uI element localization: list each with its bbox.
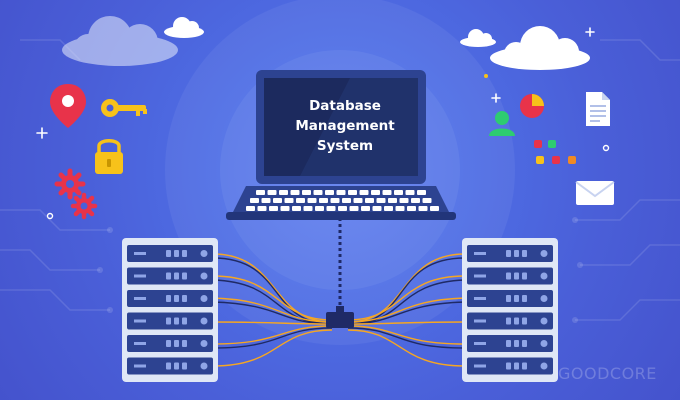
keyboard-key [384,206,393,211]
gear-icon [54,168,86,200]
server-unit [127,245,213,262]
server-unit [467,245,553,262]
keyboard-key [267,190,277,195]
keyboard-key [269,206,278,211]
keyboard-key [417,190,426,195]
keyboard-key [418,206,428,211]
keyboard-key [290,190,300,195]
keyboard-key [348,190,357,195]
server-unit [467,357,553,375]
server-unit [127,267,213,285]
server-rack-icon [122,238,218,382]
keyboard-key [338,206,347,211]
server-unit [127,290,213,307]
gear-icon [70,192,98,220]
cloud-icon [490,26,590,70]
keyboard-key [319,198,328,203]
user-icon [489,111,515,136]
keyboard-key [250,198,259,203]
keyboard-key [405,190,415,195]
server-unit [127,335,213,352]
keyboard-key [296,198,305,203]
keyboard [246,190,439,211]
keyboard-key [399,198,409,203]
keyboard-key [302,190,311,195]
keyboard-key [261,198,271,203]
cloud-icon [62,16,178,66]
keyboard-key [326,206,336,211]
keyboard-key [430,206,439,211]
server-unit [467,335,553,352]
screen-title-line: Database [309,98,381,114]
keyboard-key [336,190,346,195]
keyboard-key [315,206,324,211]
keyboard-key [382,190,392,195]
keyboard-key [284,198,294,203]
keyboard-key [359,190,369,195]
server-unit [127,357,213,375]
keyboard-key [407,206,416,211]
keyboard-key [303,206,313,211]
keyboard-key [422,198,432,203]
envelope-icon [575,181,615,205]
color-swatches [534,140,576,164]
pie-chart-icon [520,94,544,118]
server-unit [467,267,553,285]
screen-title-line: System [316,138,374,154]
location-pin-icon [50,84,86,128]
keyboard-key [246,206,255,211]
keyboard-key [388,198,397,203]
lock-icon [95,139,123,174]
document-icon [586,92,610,126]
server-unit [467,290,553,307]
watermark: GOODCORE [558,364,657,383]
keyboard-key [279,190,288,195]
keyboard-key [257,206,267,211]
keyboard-key [256,190,265,195]
cloud-icon [460,29,496,47]
keyboard-key [372,206,382,211]
keyboard-key [313,190,323,195]
keyboard-key [394,190,403,195]
keyboard-key [349,206,359,211]
cloud-icon [164,17,204,38]
keyboard-key [342,198,351,203]
keyboard-key [361,206,370,211]
keyboard-key [280,206,290,211]
keyboard-key [411,198,420,203]
keyboard-key [395,206,405,211]
server-unit [127,312,213,330]
keyboard-key [292,206,301,211]
server-unit [467,312,553,330]
keyboard-key [376,198,386,203]
keyboard-key [365,198,374,203]
network-hub [326,312,354,328]
keyboard-key [371,190,380,195]
keyboard-key [273,198,282,203]
key-icon [101,99,147,117]
keyboard-key [325,190,334,195]
keyboard-key [330,198,340,203]
server-rack-icon [462,238,558,382]
screen-title-line: Management [295,118,395,134]
keyboard-key [353,198,363,203]
screen-title: Database Management System [272,96,418,156]
keyboard-key [307,198,317,203]
